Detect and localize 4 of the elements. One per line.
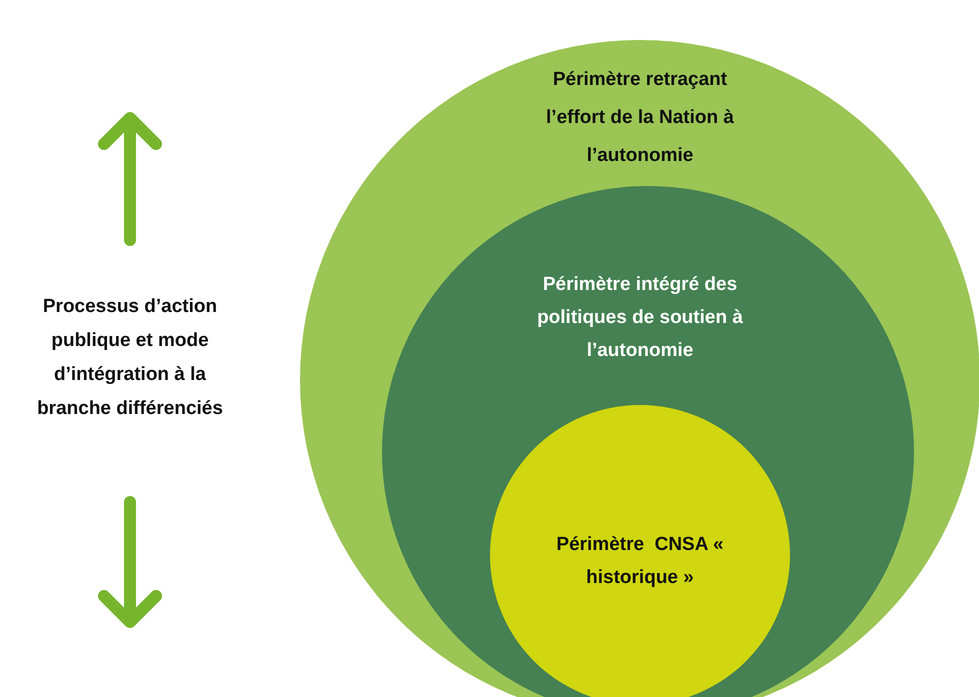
region-label: Périmètre CNSA « historique » [555, 533, 725, 590]
region-label: Périmètre retraçant l’effort de la Nation à l’autonomie [545, 68, 735, 168]
region-label: Périmètre intégré des politiques de soutien à l’autonomie [536, 273, 744, 363]
side-note: Processus d’action publique et mode d’intégration à la branche différenciés [36, 295, 224, 421]
